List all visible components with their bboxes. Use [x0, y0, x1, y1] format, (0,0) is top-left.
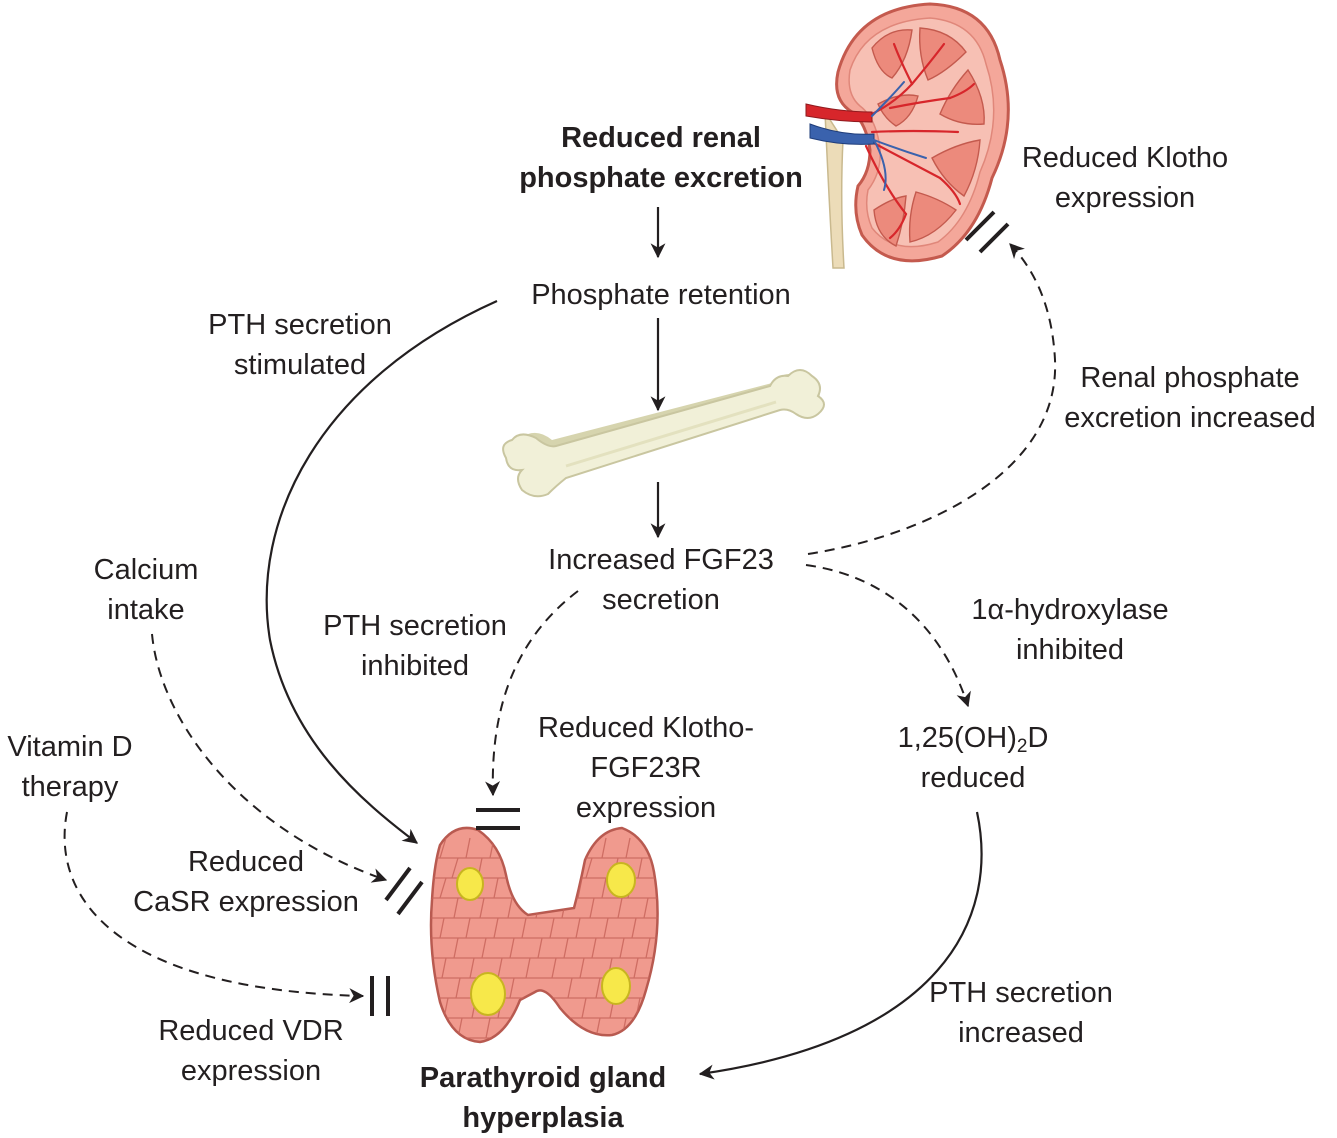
label-line: therapy [21, 771, 119, 803]
arrow-pth-stimulated [265, 299, 498, 844]
label-line: expression [180, 1055, 322, 1087]
label-line: stimulated [233, 349, 367, 381]
arrow-fgf23-to-parathyroid [485, 590, 579, 797]
label-line: secretion [602, 584, 720, 616]
arrow-calcium-to-parathyroid [151, 633, 388, 883]
label-1alpha-hydroxylase-inhibited: 1α-hydroxylase inhibited [971, 590, 1168, 670]
label-pth-secretion-increased: PTH secretion increased [929, 973, 1113, 1053]
label-line: 1α-hydroxylase [971, 594, 1169, 626]
label-line: Reduced renal [561, 122, 761, 154]
label-line: CaSR expression [133, 886, 359, 918]
label-line: phosphate excretion [519, 162, 803, 194]
block-vdr [370, 976, 390, 1016]
calcitriol-subscript: 2 [1016, 736, 1028, 757]
label-line: reduced [920, 762, 1026, 794]
label-parathyroid-gland-hyperplasia: Parathyroid gland hyperplasia [420, 1058, 667, 1138]
label-line: Increased FGF23 [548, 544, 774, 576]
kidney-icon [805, 2, 1010, 269]
label-line: FGF23R [590, 752, 702, 784]
dashed-arrows [63, 243, 1057, 1004]
label-line: inhibited [1015, 634, 1125, 666]
label-line: Reduced Klotho- [537, 712, 755, 744]
label-line: Reduced VDR [158, 1015, 344, 1047]
label-vitamin-d-therapy: Vitamin D therapy [7, 727, 132, 807]
label-pth-secretion-inhibited: PTH secretion inhibited [323, 606, 507, 686]
label-line: expression [1054, 182, 1196, 214]
label-line: intake [107, 594, 185, 626]
label-line: PTH secretion [323, 610, 507, 642]
label-reduced-casr-expression: Reduced CaSR expression [133, 842, 359, 922]
bone-icon [502, 369, 825, 498]
arrow-fgf23-to-calcitriol [805, 564, 971, 708]
label-increased-fgf23-secretion: Increased FGF23 secretion [548, 540, 774, 620]
label-line: excretion increased [1064, 402, 1316, 434]
label-line: increased [958, 1017, 1084, 1049]
label-reduced-klotho-fgf23r-expression: Reduced Klotho- FGF23R expression [538, 708, 754, 828]
label-line: Renal phosphate [1080, 362, 1300, 394]
label-line: Calcium [93, 554, 199, 586]
label-reduced-renal-phosphate-excretion: Reduced renal phosphate excretion [519, 118, 803, 198]
label-calcitriol-reduced: 1,25(OH)2D reduced [898, 718, 1049, 798]
label-line: Phosphate retention [531, 279, 791, 311]
calcitriol-prefix: 1,25(OH) [897, 722, 1017, 754]
label-line: Vitamin D [7, 731, 133, 763]
label-line: expression [575, 792, 717, 824]
label-line: PTH secretion [208, 309, 392, 341]
block-casr [384, 866, 424, 916]
calcitriol-suffix: D [1027, 722, 1049, 754]
label-line: Reduced Klotho [1021, 142, 1229, 174]
label-line: Parathyroid gland [419, 1062, 667, 1094]
label-line: hyperplasia [462, 1102, 624, 1134]
label-pth-secretion-stimulated: PTH secretion stimulated [208, 305, 392, 385]
label-renal-phosphate-excretion-increased: Renal phosphate excretion increased [1064, 358, 1315, 438]
parathyroid-gland-icon [429, 826, 659, 1044]
label-calcium-intake: Calcium intake [94, 550, 199, 630]
label-line: Reduced [187, 846, 305, 878]
solid-arrows [265, 207, 983, 1080]
label-reduced-vdr-expression: Reduced VDR expression [158, 1011, 343, 1091]
label-phosphate-retention: Phosphate retention [531, 275, 791, 315]
label-line: 1,25(OH)2D [898, 718, 1049, 758]
block-symbols [370, 210, 1010, 1016]
arrow-pth-increased [698, 811, 983, 1080]
label-line: PTH secretion [929, 977, 1113, 1009]
block-kidney [964, 210, 1010, 254]
label-line: inhibited [360, 650, 470, 682]
block-klotho-fgf23r [476, 808, 520, 830]
arrow-fgf23-to-kidney [807, 243, 1057, 555]
arrow-vitamin-d-to-parathyroid [63, 811, 365, 1004]
label-reduced-klotho-expression: Reduced Klotho expression [1022, 138, 1228, 218]
parathyroid-nodules [456, 862, 636, 1016]
